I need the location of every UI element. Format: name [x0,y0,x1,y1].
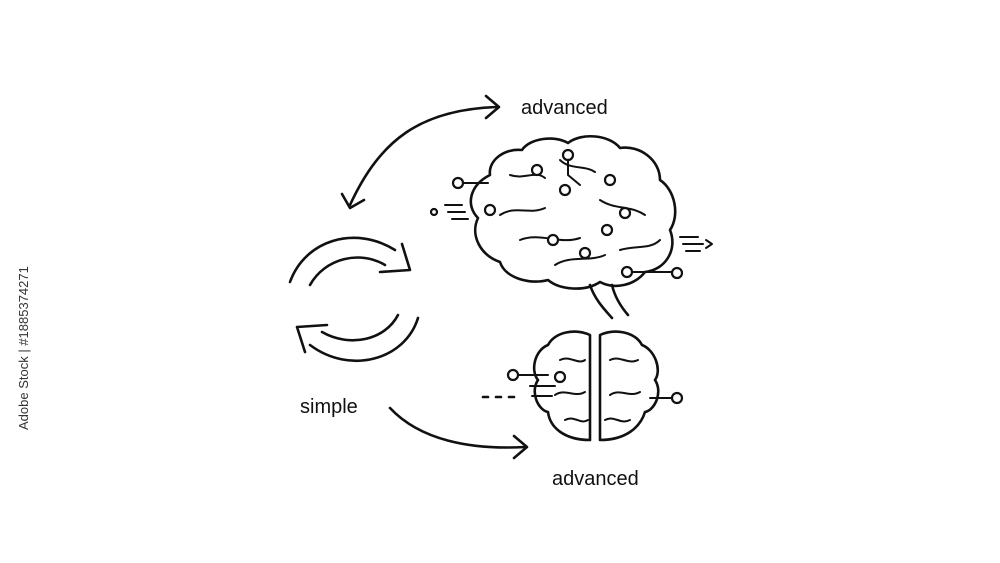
label-advanced-bottom: advanced [552,468,639,490]
curved-arrow-top-icon [340,94,501,210]
brain-top-icon [481,330,684,442]
brain-side-icon [429,135,713,320]
stock-watermark: Adobe Stock | #1885374271 [16,266,31,430]
curved-arrow-bottom-icon [388,406,529,460]
label-simple: simple [300,396,358,418]
cycle-arrows-icon [288,236,420,362]
label-advanced-top: advanced [521,97,608,119]
